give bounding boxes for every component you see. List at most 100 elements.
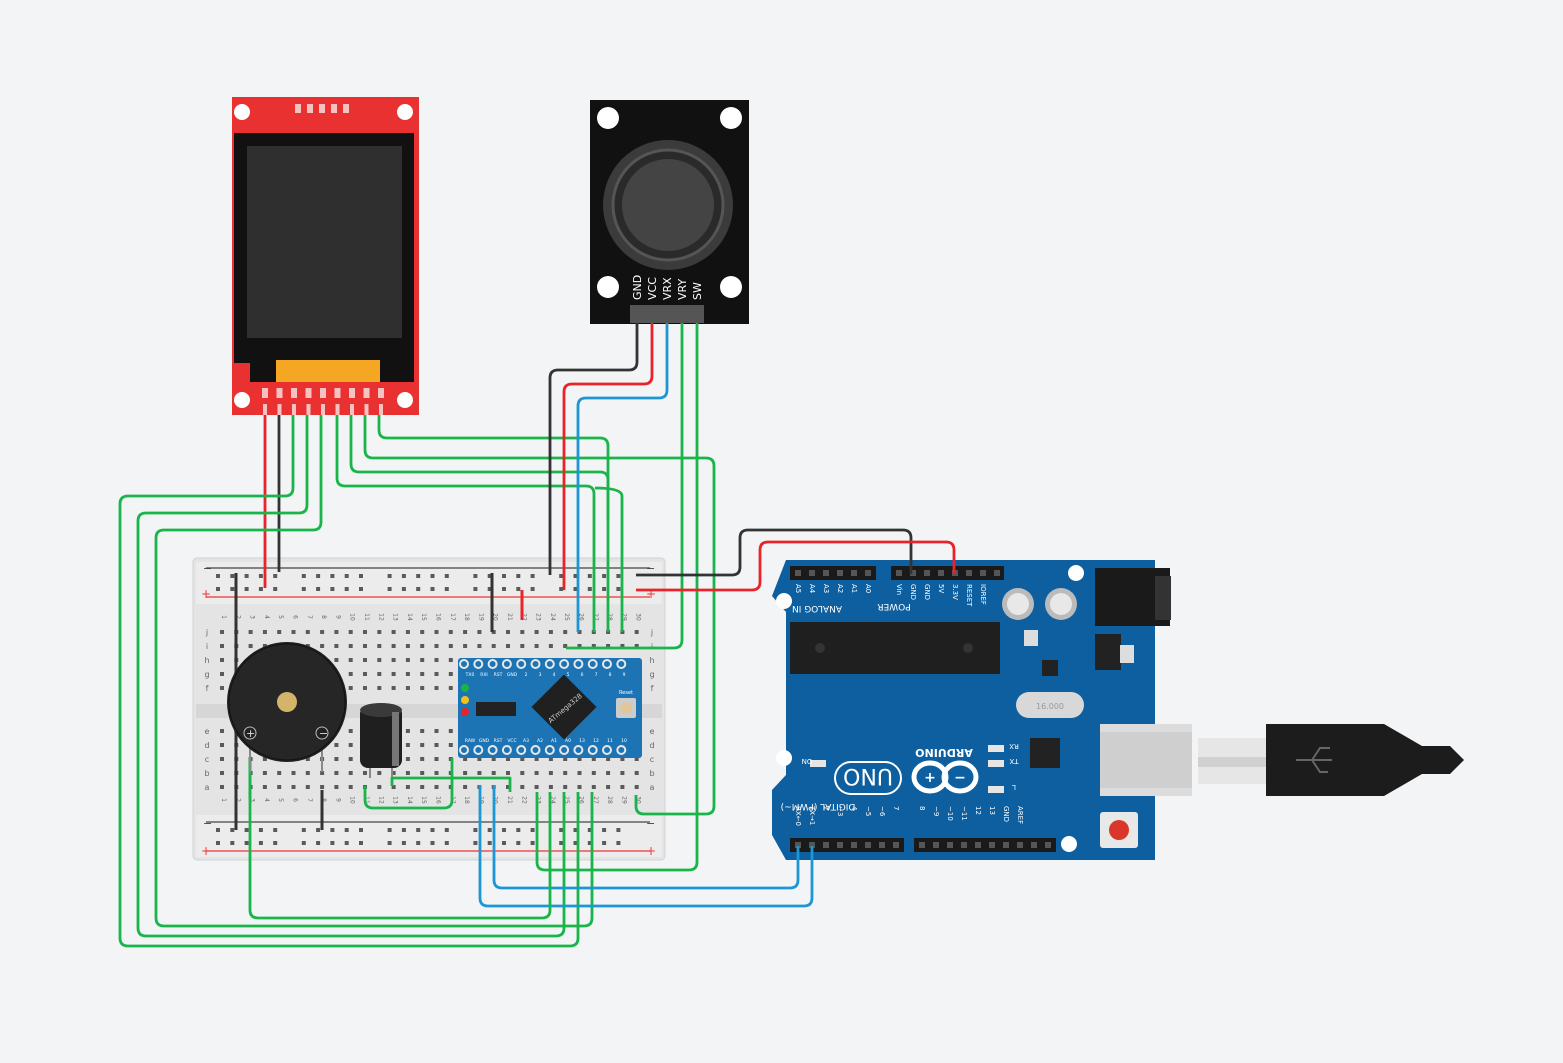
column-number: 10 bbox=[349, 613, 356, 621]
led-label: ON bbox=[802, 757, 813, 765]
crystal bbox=[1016, 692, 1084, 718]
piezo-buzzer[interactable]: + − bbox=[227, 642, 347, 772]
lcd-ribbon bbox=[276, 360, 380, 382]
column-number: 29 bbox=[620, 613, 627, 621]
column-number: 18 bbox=[463, 796, 470, 804]
pro-mini-pin-label: 9 bbox=[623, 672, 626, 678]
column-number: 4 bbox=[263, 615, 270, 619]
uno-pin-label: 13 bbox=[988, 806, 996, 815]
pro-mini-pin-label: 6 bbox=[581, 672, 584, 678]
uno-pin-label: 4 bbox=[850, 806, 858, 811]
uno-pin-label: 8 bbox=[918, 806, 926, 810]
column-number: 16 bbox=[435, 613, 442, 621]
column-number: 18 bbox=[463, 613, 470, 621]
row-letter: g bbox=[204, 670, 209, 679]
column-number: 22 bbox=[520, 796, 527, 804]
pro-mini-pin-label: VCC bbox=[507, 738, 516, 744]
digital-header-low bbox=[790, 838, 904, 852]
joystick-knob[interactable] bbox=[622, 159, 714, 251]
uno-pin-label: GND bbox=[923, 584, 931, 600]
pro-mini-pin-label: A1 bbox=[551, 738, 557, 744]
uno-pin-label: 12 bbox=[974, 806, 982, 815]
column-number: 7 bbox=[306, 798, 313, 802]
column-number: 3 bbox=[249, 615, 256, 619]
column-number: 5 bbox=[277, 798, 284, 802]
status-led bbox=[988, 745, 1004, 752]
uno-pin-label: ~11 bbox=[960, 806, 968, 821]
usb-cable[interactable] bbox=[1198, 724, 1464, 796]
column-number: 25 bbox=[563, 613, 570, 621]
lcd-screen bbox=[247, 146, 402, 338]
uno-pin-label: 3.3V bbox=[951, 584, 959, 600]
pro-mini-pin-label: 11 bbox=[607, 738, 613, 744]
pro-mini-pin-label: A3 bbox=[523, 738, 529, 744]
analog-header bbox=[790, 566, 876, 580]
led-label: TX bbox=[1009, 757, 1019, 765]
row-letter: a bbox=[205, 783, 210, 792]
row-letter: h bbox=[649, 656, 654, 665]
rail-plus-top: + bbox=[201, 587, 211, 601]
column-number: 17 bbox=[449, 613, 456, 621]
uno-pin-label: GND bbox=[1002, 806, 1010, 822]
column-number: 22 bbox=[520, 613, 527, 621]
column-number: 27 bbox=[592, 796, 599, 804]
column-number: 11 bbox=[363, 796, 370, 804]
status-led bbox=[988, 760, 1004, 767]
rail-plus-bottom: + bbox=[201, 844, 211, 858]
uno-pin-label: ~6 bbox=[878, 806, 886, 817]
column-number: 26 bbox=[578, 796, 585, 804]
uno-logo: UNO bbox=[834, 761, 902, 795]
usb-icon bbox=[1296, 747, 1332, 773]
column-number: 10 bbox=[349, 796, 356, 804]
joystick-pin-label: VRY bbox=[676, 279, 689, 300]
column-number: 26 bbox=[578, 613, 585, 621]
column-number: 14 bbox=[406, 796, 413, 804]
column-number: 15 bbox=[420, 796, 427, 804]
column-number: 4 bbox=[263, 798, 270, 802]
reset-label: Reset bbox=[619, 690, 633, 696]
row-letter: e bbox=[650, 727, 655, 736]
column-number: 16 bbox=[435, 796, 442, 804]
joystick-pin-label: SW bbox=[691, 282, 704, 300]
row-letter: g bbox=[649, 670, 654, 679]
digital-header-high bbox=[914, 838, 1056, 852]
uno-pin-label: ~3 bbox=[836, 806, 844, 816]
column-number: 2 bbox=[234, 798, 241, 802]
column-number: 30 bbox=[635, 796, 642, 804]
pro-mini-pin-label: GND bbox=[507, 672, 518, 678]
column-number: 9 bbox=[334, 798, 341, 802]
pro-mini-pin-label: 13 bbox=[579, 738, 585, 744]
pro-mini-pin-label: 3 bbox=[539, 672, 542, 678]
buzzer-plus-icon bbox=[243, 726, 257, 740]
uno-pin-label: TX→1 bbox=[808, 805, 816, 825]
uno-pin-label: RX←0 bbox=[794, 806, 802, 826]
column-number: 5 bbox=[277, 615, 284, 619]
row-letter: c bbox=[650, 755, 654, 764]
column-number: 2 bbox=[234, 615, 241, 619]
pro-mini-pin-label: 10 bbox=[621, 738, 627, 744]
row-letter: b bbox=[204, 769, 209, 778]
power-label: POWER bbox=[877, 601, 910, 611]
row-letter: j bbox=[205, 628, 208, 637]
pro-mini-pin-label: TX0 bbox=[465, 672, 475, 678]
column-number: 28 bbox=[606, 796, 613, 804]
uno-pin-label: RESET bbox=[965, 584, 973, 607]
uno-pin-label: A0 bbox=[864, 584, 872, 593]
rail-minus-top-right: − bbox=[646, 562, 655, 575]
column-number: 8 bbox=[320, 615, 327, 619]
pro-mini-pin-label: RAW bbox=[465, 738, 476, 744]
tft-lcd-module[interactable] bbox=[232, 97, 419, 415]
column-number: 8 bbox=[320, 798, 327, 802]
buzzer-minus-icon bbox=[315, 726, 329, 740]
rail-plus-top-right: + bbox=[646, 587, 656, 601]
lcd-top-pads bbox=[295, 104, 349, 113]
column-number: 24 bbox=[549, 796, 556, 804]
row-letter: f bbox=[651, 684, 654, 693]
electrolytic-capacitor[interactable] bbox=[360, 703, 402, 778]
rail-minus-top: − bbox=[203, 562, 212, 575]
status-led bbox=[810, 760, 826, 767]
